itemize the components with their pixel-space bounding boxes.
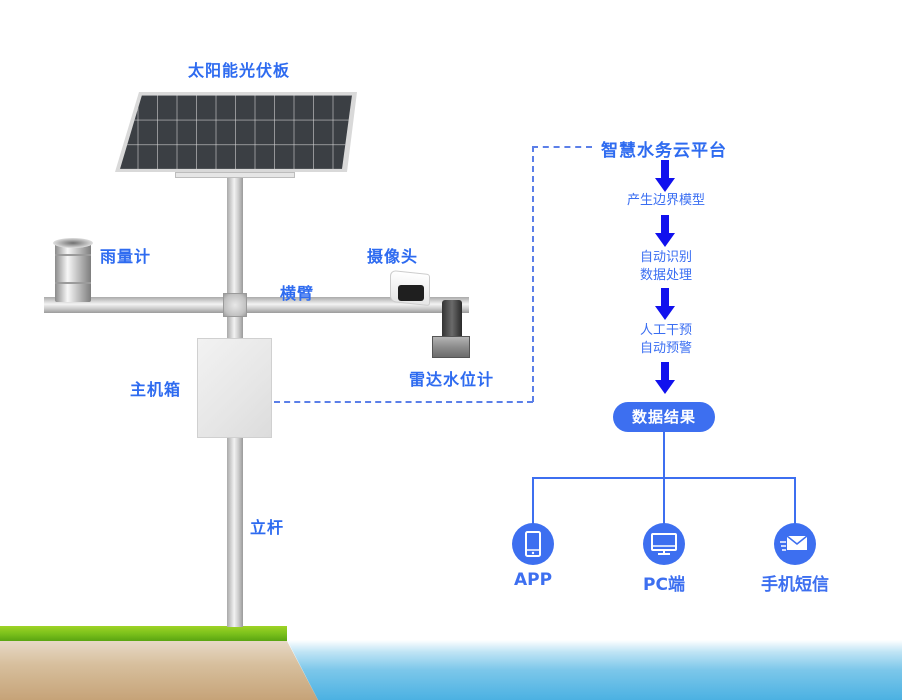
radar-bracket xyxy=(442,300,462,342)
pole-joint xyxy=(223,293,247,317)
solar-panel-icon xyxy=(120,95,352,169)
camera-lens xyxy=(398,285,424,301)
tree-line xyxy=(663,477,665,525)
down-arrow-icon xyxy=(655,288,675,320)
tree-line xyxy=(794,477,796,525)
tree-line xyxy=(532,477,534,525)
platform-title: 智慧水务云平台 xyxy=(601,141,727,161)
water-area xyxy=(287,640,902,700)
label-crossarm: 横臂 xyxy=(280,284,315,303)
output-label-sms: 手机短信 xyxy=(761,575,829,595)
label-solar-panel: 太阳能光伏板 xyxy=(188,61,291,80)
solar-panel-bracket xyxy=(175,172,295,178)
label-pole: 立杆 xyxy=(250,518,285,537)
dashed-connector xyxy=(532,146,592,148)
down-arrow-icon xyxy=(655,362,675,394)
flow-step-1: 产生边界模型 xyxy=(626,193,705,208)
label-radar-level-meter: 雷达水位计 xyxy=(409,370,495,389)
rain-gauge-band xyxy=(55,282,91,284)
grass-strip xyxy=(0,626,287,641)
dashed-connector xyxy=(274,401,533,403)
tree-line xyxy=(663,432,665,478)
flow-step-3-line-1: 人工干预 xyxy=(639,323,692,338)
dashed-connector xyxy=(532,146,534,402)
rain-gauge-icon xyxy=(53,238,93,302)
label-rain-gauge: 雨量计 xyxy=(100,247,152,266)
soil-bank xyxy=(0,641,318,700)
flow-step-3-line-2: 自动预警 xyxy=(639,341,692,356)
result-badge: 数据结果 xyxy=(613,402,715,432)
label-camera: 摄像头 xyxy=(367,247,419,266)
rain-gauge-band xyxy=(55,254,91,256)
down-arrow-icon xyxy=(655,215,675,247)
monitor-icon xyxy=(643,523,685,565)
envelope-icon xyxy=(774,523,816,565)
label-host-box: 主机箱 xyxy=(130,380,182,399)
flow-step-2-line-1: 自动识别 xyxy=(639,250,692,265)
down-arrow-icon xyxy=(655,160,675,192)
radar-level-meter-icon xyxy=(432,336,470,358)
output-label-app: APP xyxy=(513,570,553,590)
mobile-phone-icon xyxy=(512,523,554,565)
output-label-pc: PC端 xyxy=(643,575,685,595)
host-box-icon xyxy=(197,338,272,438)
flow-step-2-line-2: 数据处理 xyxy=(639,268,692,283)
crossarm-bar xyxy=(44,297,469,313)
